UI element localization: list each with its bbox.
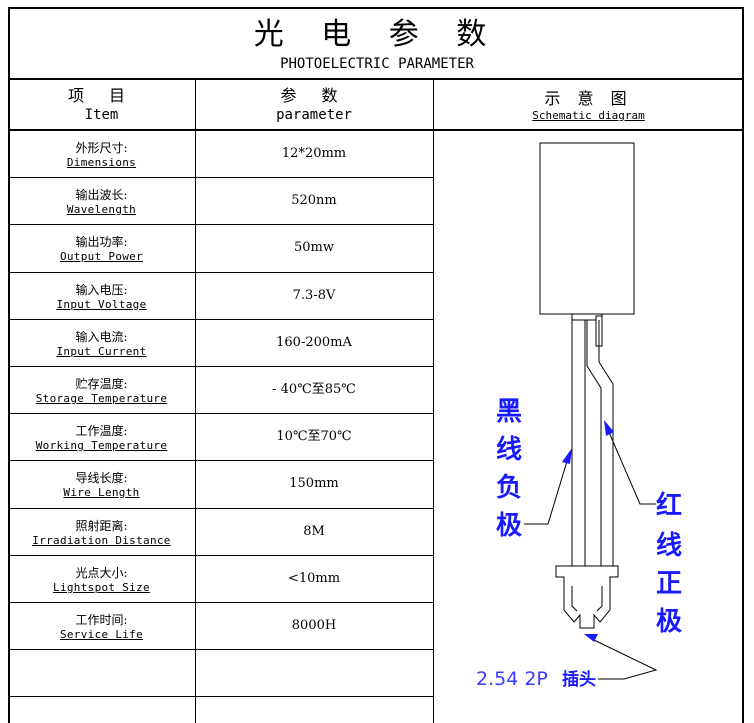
red-wire-arrowhead xyxy=(604,420,614,436)
black-wire-label: 黑 线 负 极 xyxy=(496,397,523,541)
row-divider xyxy=(8,272,434,273)
spec-label-cn: 输入电压: xyxy=(75,283,128,297)
spec-label-cn: 光点大小: xyxy=(75,566,128,580)
spec-label-cn: 外形尺寸: xyxy=(75,141,128,155)
row-divider xyxy=(8,602,434,603)
schematic-diagram: 黑 线 负 极 红 线 正 极 2.54 2P 插头 xyxy=(476,142,683,690)
table-frame xyxy=(8,7,744,723)
black-wire xyxy=(571,320,586,566)
row-divider xyxy=(8,177,434,178)
spec-label-cn: 照射距离: xyxy=(75,519,128,533)
row-divider xyxy=(8,366,434,367)
header-diagram: 示 意 图 Schematic diagram xyxy=(433,89,744,123)
spec-label-cn: 工作时间: xyxy=(75,613,128,627)
connector-label-number: 2.54 2P xyxy=(476,668,548,690)
title-english: PHOTOELECTRIC PARAMETER xyxy=(280,56,474,72)
red-label-char-3: 正 xyxy=(656,569,682,599)
red-wire-label: 红 线 正 极 xyxy=(656,490,683,637)
spec-label-cn: 输入电流: xyxy=(75,330,128,344)
spec-value: 520nm xyxy=(291,193,337,208)
red-label-char-2: 线 xyxy=(656,531,682,561)
header-parameter-cn: 参 数 xyxy=(280,86,348,105)
spec-label-cell: 照射距离:Irradiation Distance xyxy=(8,518,195,548)
black-label-char-1: 黑 xyxy=(496,397,522,427)
spec-label-cn: 导线长度: xyxy=(75,471,128,485)
black-label-char-3: 负 xyxy=(496,473,522,503)
row-divider xyxy=(8,555,434,556)
red-wire-pointer xyxy=(607,429,656,505)
connector-arrowhead xyxy=(584,634,598,642)
spec-label-cell: 输出功率:Output Power xyxy=(8,234,195,264)
spec-value: 12*20mm xyxy=(281,146,347,161)
row-divider xyxy=(8,696,434,697)
spec-label-cn: 输出功率: xyxy=(75,235,128,249)
spec-label-cell: 外形尺寸:Dimensions xyxy=(8,140,195,170)
spec-label-cell: 输入电压:Input Voltage xyxy=(8,282,195,312)
spec-label-cell: 导线长度:Wire Length xyxy=(8,470,195,500)
spec-value: 150mm xyxy=(289,476,339,491)
header-divider xyxy=(8,129,744,131)
connector-slots xyxy=(571,586,603,612)
spec-label-en: Storage Temperature xyxy=(35,392,168,405)
header-item: 项 目 Item xyxy=(8,86,195,124)
black-wire-arrowhead xyxy=(562,448,572,464)
spec-label-cell: 输出波长:Wavelength xyxy=(8,187,195,217)
spec-label-cell: 输入电流:Input Current xyxy=(8,329,195,359)
spec-label-cn: 贮存温度: xyxy=(75,377,128,391)
spec-label-en: Dimensions xyxy=(66,156,137,169)
spec-value: 7.3-8V xyxy=(292,288,336,303)
column-divider-1 xyxy=(195,79,196,723)
spec-value: 160-200mA xyxy=(276,335,352,350)
connector-label-cn: 插头 xyxy=(562,669,596,690)
red-wire xyxy=(586,320,614,566)
spec-label-en: Working Temperature xyxy=(35,439,168,452)
spec-label-en: Input Voltage xyxy=(56,298,147,311)
header-item-cn: 项 目 xyxy=(67,86,136,105)
row-divider xyxy=(8,508,434,509)
row-divider xyxy=(8,460,434,461)
row-divider xyxy=(8,319,434,320)
spec-value: 10℃至70℃ xyxy=(276,429,352,444)
spec-label-en: Lightspot Size xyxy=(53,581,150,594)
spec-value: 8M xyxy=(303,524,325,539)
spec-label-en: Wire Length xyxy=(63,486,140,499)
module-body xyxy=(539,142,635,315)
connector-plug xyxy=(555,565,619,629)
spec-value: <10mm xyxy=(287,571,341,586)
spec-label-cn: 输出波长: xyxy=(75,188,128,202)
row-divider xyxy=(8,649,434,650)
spec-label-cell: 光点大小:Lightspot Size xyxy=(8,565,195,595)
column-divider-2 xyxy=(433,79,434,723)
row-divider xyxy=(8,224,434,225)
spec-value: 50mw xyxy=(294,240,334,255)
red-label-char-1: 红 xyxy=(656,490,682,521)
spec-label-en: Service Life xyxy=(59,628,144,641)
header-item-en: Item xyxy=(84,107,119,123)
spec-label-en: Output Power xyxy=(59,250,144,263)
black-label-char-2: 线 xyxy=(496,435,522,465)
spec-label-cn: 工作温度: xyxy=(75,424,128,438)
spec-value: - 40℃至85℃ xyxy=(272,382,356,397)
black-wire-pointer xyxy=(524,457,569,525)
header-parameter: 参 数 parameter xyxy=(195,86,433,124)
spec-label-en: Irradiation Distance xyxy=(32,534,171,547)
spec-label-en: Input Current xyxy=(56,345,147,358)
header-diagram-en: Schematic diagram xyxy=(532,109,645,122)
connector-label: 2.54 2P 插头 xyxy=(476,668,596,690)
row-divider xyxy=(8,413,434,414)
black-label-char-4: 极 xyxy=(496,511,523,541)
header-parameter-en: parameter xyxy=(276,107,352,123)
title-chinese: 光 电 参 数 xyxy=(253,17,501,52)
spec-label-cell: 工作时间:Service Life xyxy=(8,612,195,642)
spec-value: 8000H xyxy=(291,618,337,633)
spec-label-cell: 贮存温度:Storage Temperature xyxy=(8,376,195,406)
title-divider xyxy=(8,78,744,80)
connector-pointer xyxy=(593,639,658,680)
spec-label-cell: 工作温度:Working Temperature xyxy=(8,423,195,453)
header-diagram-cn: 示 意 图 xyxy=(544,89,633,108)
red-label-char-4: 极 xyxy=(656,607,683,637)
spec-label-en: Wavelength xyxy=(66,203,137,216)
